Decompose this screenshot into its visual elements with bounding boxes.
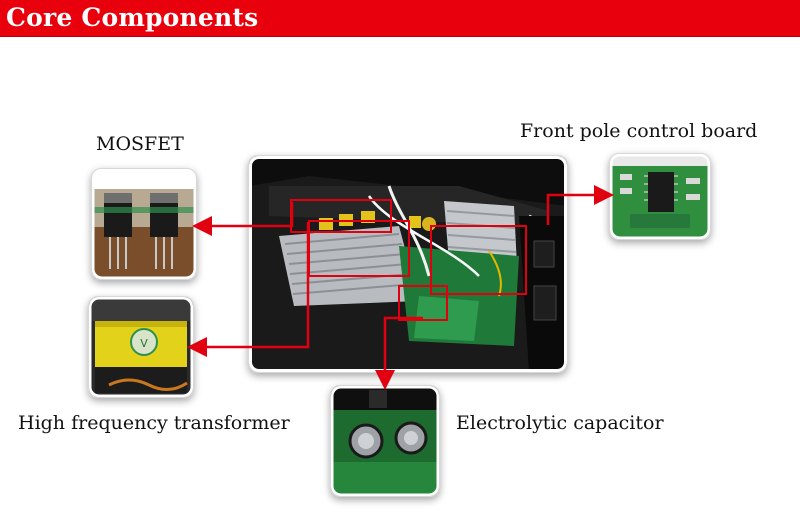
mosfet-photo <box>91 168 197 280</box>
capacitor-label: Electrolytic capacitor <box>456 412 664 434</box>
capacitor-photo <box>330 385 440 497</box>
front-board-label: Front pole control board <box>520 120 758 142</box>
mosfet-label: MOSFET <box>96 133 184 155</box>
transformer-label: High frequency transformer <box>18 412 290 434</box>
front-board-photo <box>609 153 711 240</box>
transformer-photo: V <box>88 296 194 398</box>
header-bar: Core Components <box>0 0 800 37</box>
main-inverter-photo <box>248 155 568 373</box>
svg-text:V: V <box>140 337 148 350</box>
page-title: Core Components <box>6 3 259 32</box>
